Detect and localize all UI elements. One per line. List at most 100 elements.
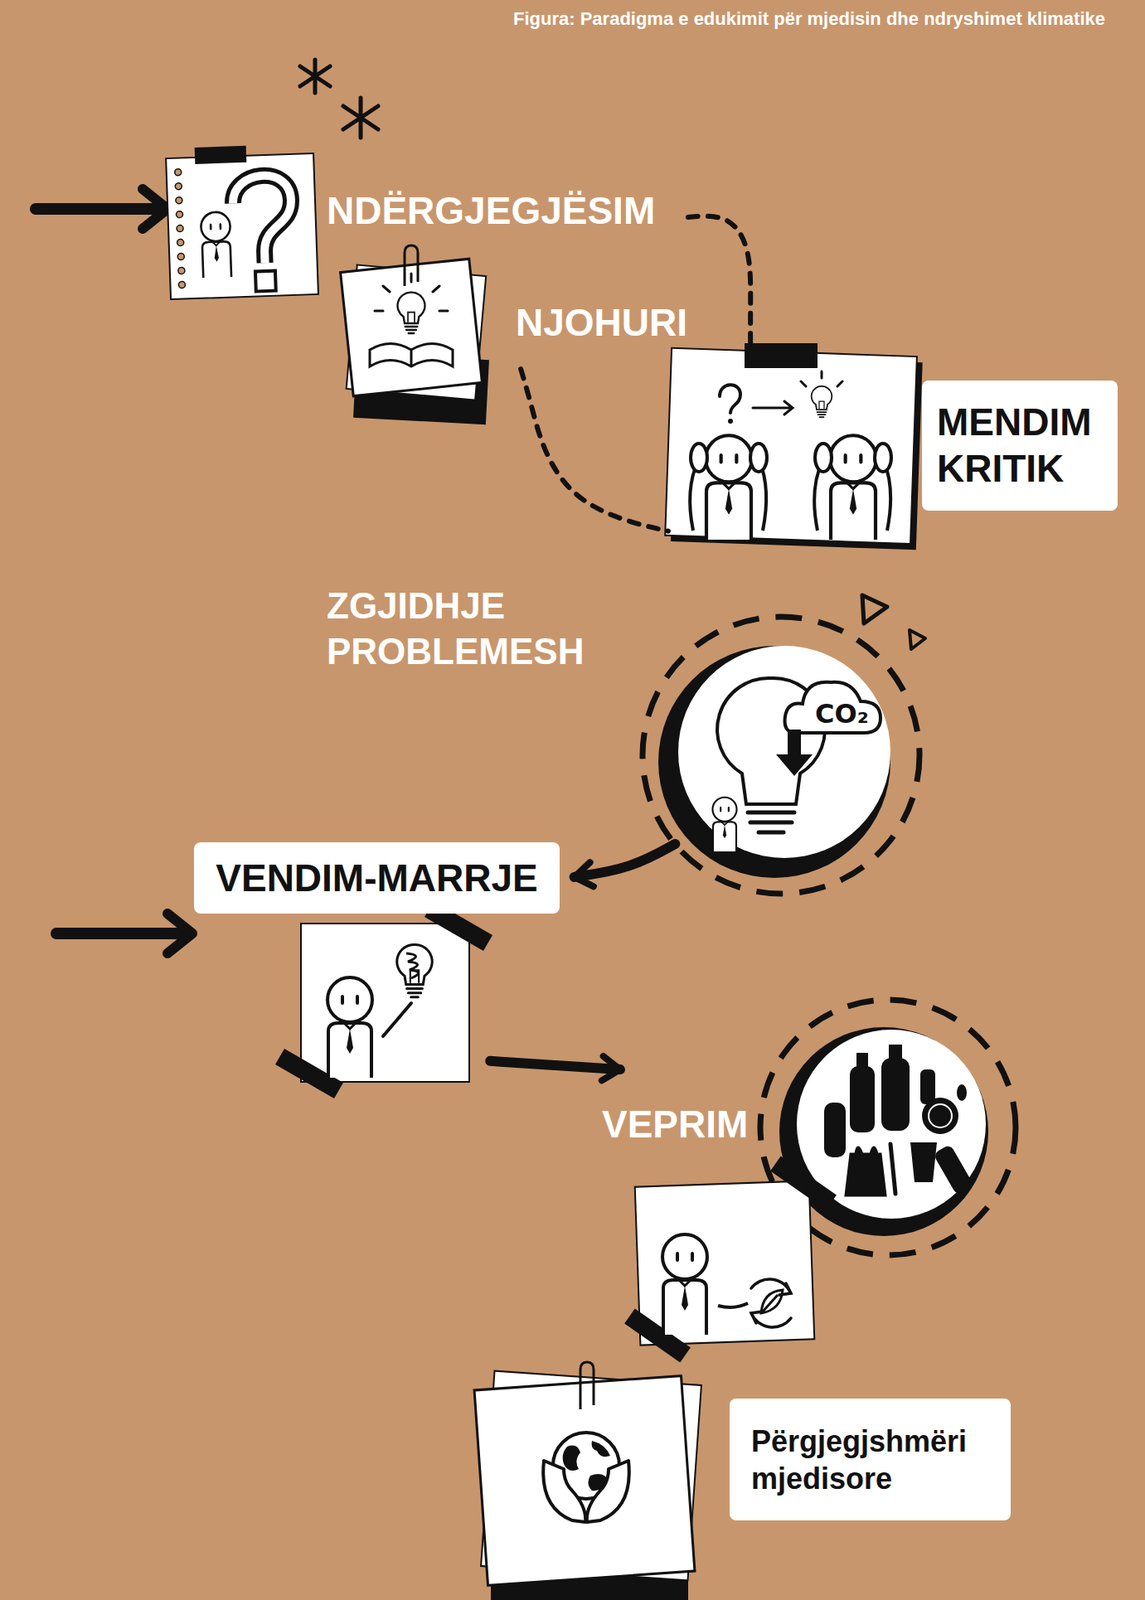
hand [690,443,708,472]
card-paper [340,258,483,396]
figure-title: Figura: Paradigma e edukimit për mjedisi… [513,8,1106,30]
icon-label: CO₂ [815,698,869,730]
card-paper [635,1180,816,1345]
awareness-node: NDËRGJEGJËSIM [165,153,689,299]
down-arrow [776,729,813,777]
stage-label: NDËRGJEGJËSIM [326,189,655,233]
card-paper [300,923,470,1082]
hand [750,443,767,472]
circle-face [678,645,891,859]
question-dot [255,271,277,292]
bulb-rays [800,371,843,387]
arm [718,1303,748,1308]
asterisk [300,59,330,93]
card-paper [474,1376,695,1587]
dashed-connector [688,216,751,353]
lightbulb-icon [811,386,833,418]
bulb-stick [383,1003,412,1037]
critical-thinking-node: MENDIM KRITIK [668,352,1118,541]
hand [587,1460,630,1523]
spiral-hole [174,183,182,190]
recycle-icon [751,1279,791,1328]
arrow-connector [574,844,676,878]
spiral-hole [174,169,182,176]
label-box: VENDIM-MARRJE [194,842,560,914]
bottle [824,1102,846,1158]
asterisk [343,97,379,138]
label-box: MENDIM KRITIK [921,380,1118,511]
knowledge-node: NJOHURI [341,260,689,419]
plastic-bag [845,1147,886,1196]
acting-person [662,1234,708,1335]
hand [815,443,832,472]
spoon [956,1084,967,1102]
spiral-hole [178,281,185,288]
arrow-connector [490,1061,621,1070]
bottle [849,1066,875,1133]
plate-rim [928,1104,952,1128]
spiral-hole [176,224,184,232]
entry-arrow-head [167,913,193,954]
responsibility-node: Përgjegjshmëri mjedisore [474,1373,1011,1600]
bulb-base [747,812,795,833]
bottle [920,1069,936,1105]
fork [890,1144,896,1194]
tape [770,1155,837,1210]
stage-label: VEPRIM [601,1103,748,1146]
plate [921,1097,959,1135]
dashed-ring [642,616,920,894]
bottle-neck [856,1052,869,1068]
lightbulb-icon [397,292,425,334]
card-paper [664,348,917,544]
spiral-hole [175,210,183,218]
decision-node: VENDIM-MARRJE [194,842,560,1082]
cup [910,1142,937,1183]
paperclip [580,1362,594,1410]
entry-arrow-head [142,189,168,229]
bulb-spiral [406,953,419,979]
stage-label: ZGJIDHJE PROBLEMESH [326,582,609,675]
bulb-rays [374,273,448,311]
plastic-waste [824,1044,975,1196]
tape [744,343,818,369]
spiral-bulb [397,944,432,997]
bottle-neck [888,1044,903,1060]
tape [194,145,248,165]
action-node: VEPRIM [601,1103,812,1343]
thinking-person [705,435,753,540]
circle-shadow [779,1027,989,1237]
small-arrow [752,401,793,415]
spiral-hole [177,238,185,246]
cloud [785,682,881,733]
idea-person [327,977,373,1078]
triangle-doodle [909,630,926,650]
question-mark [232,174,294,265]
question-dot [727,418,733,424]
spiral-hole [175,197,183,204]
hand [543,1460,586,1523]
triangle-doodle [862,595,888,624]
dashed-connector [520,368,669,532]
stage-label: NJOHURI [515,301,688,345]
card-paper [165,153,319,300]
question-mark [232,174,294,265]
bottle [881,1057,910,1131]
circle-shadow [658,645,891,879]
open-book [369,344,453,368]
sitting-person [712,797,737,852]
hand [874,443,892,472]
spiral-hole [177,252,185,260]
leaf-icon [761,1290,783,1314]
spiral-hole [178,266,185,274]
question-mark [719,384,741,413]
thinking-person [200,211,233,278]
bottle [932,1144,975,1196]
notebook-card [165,143,319,300]
entry-arrow [35,203,162,215]
entry-arrow [56,927,185,940]
label-box: Përgjegjshmëri mjedisore [729,1398,1011,1521]
